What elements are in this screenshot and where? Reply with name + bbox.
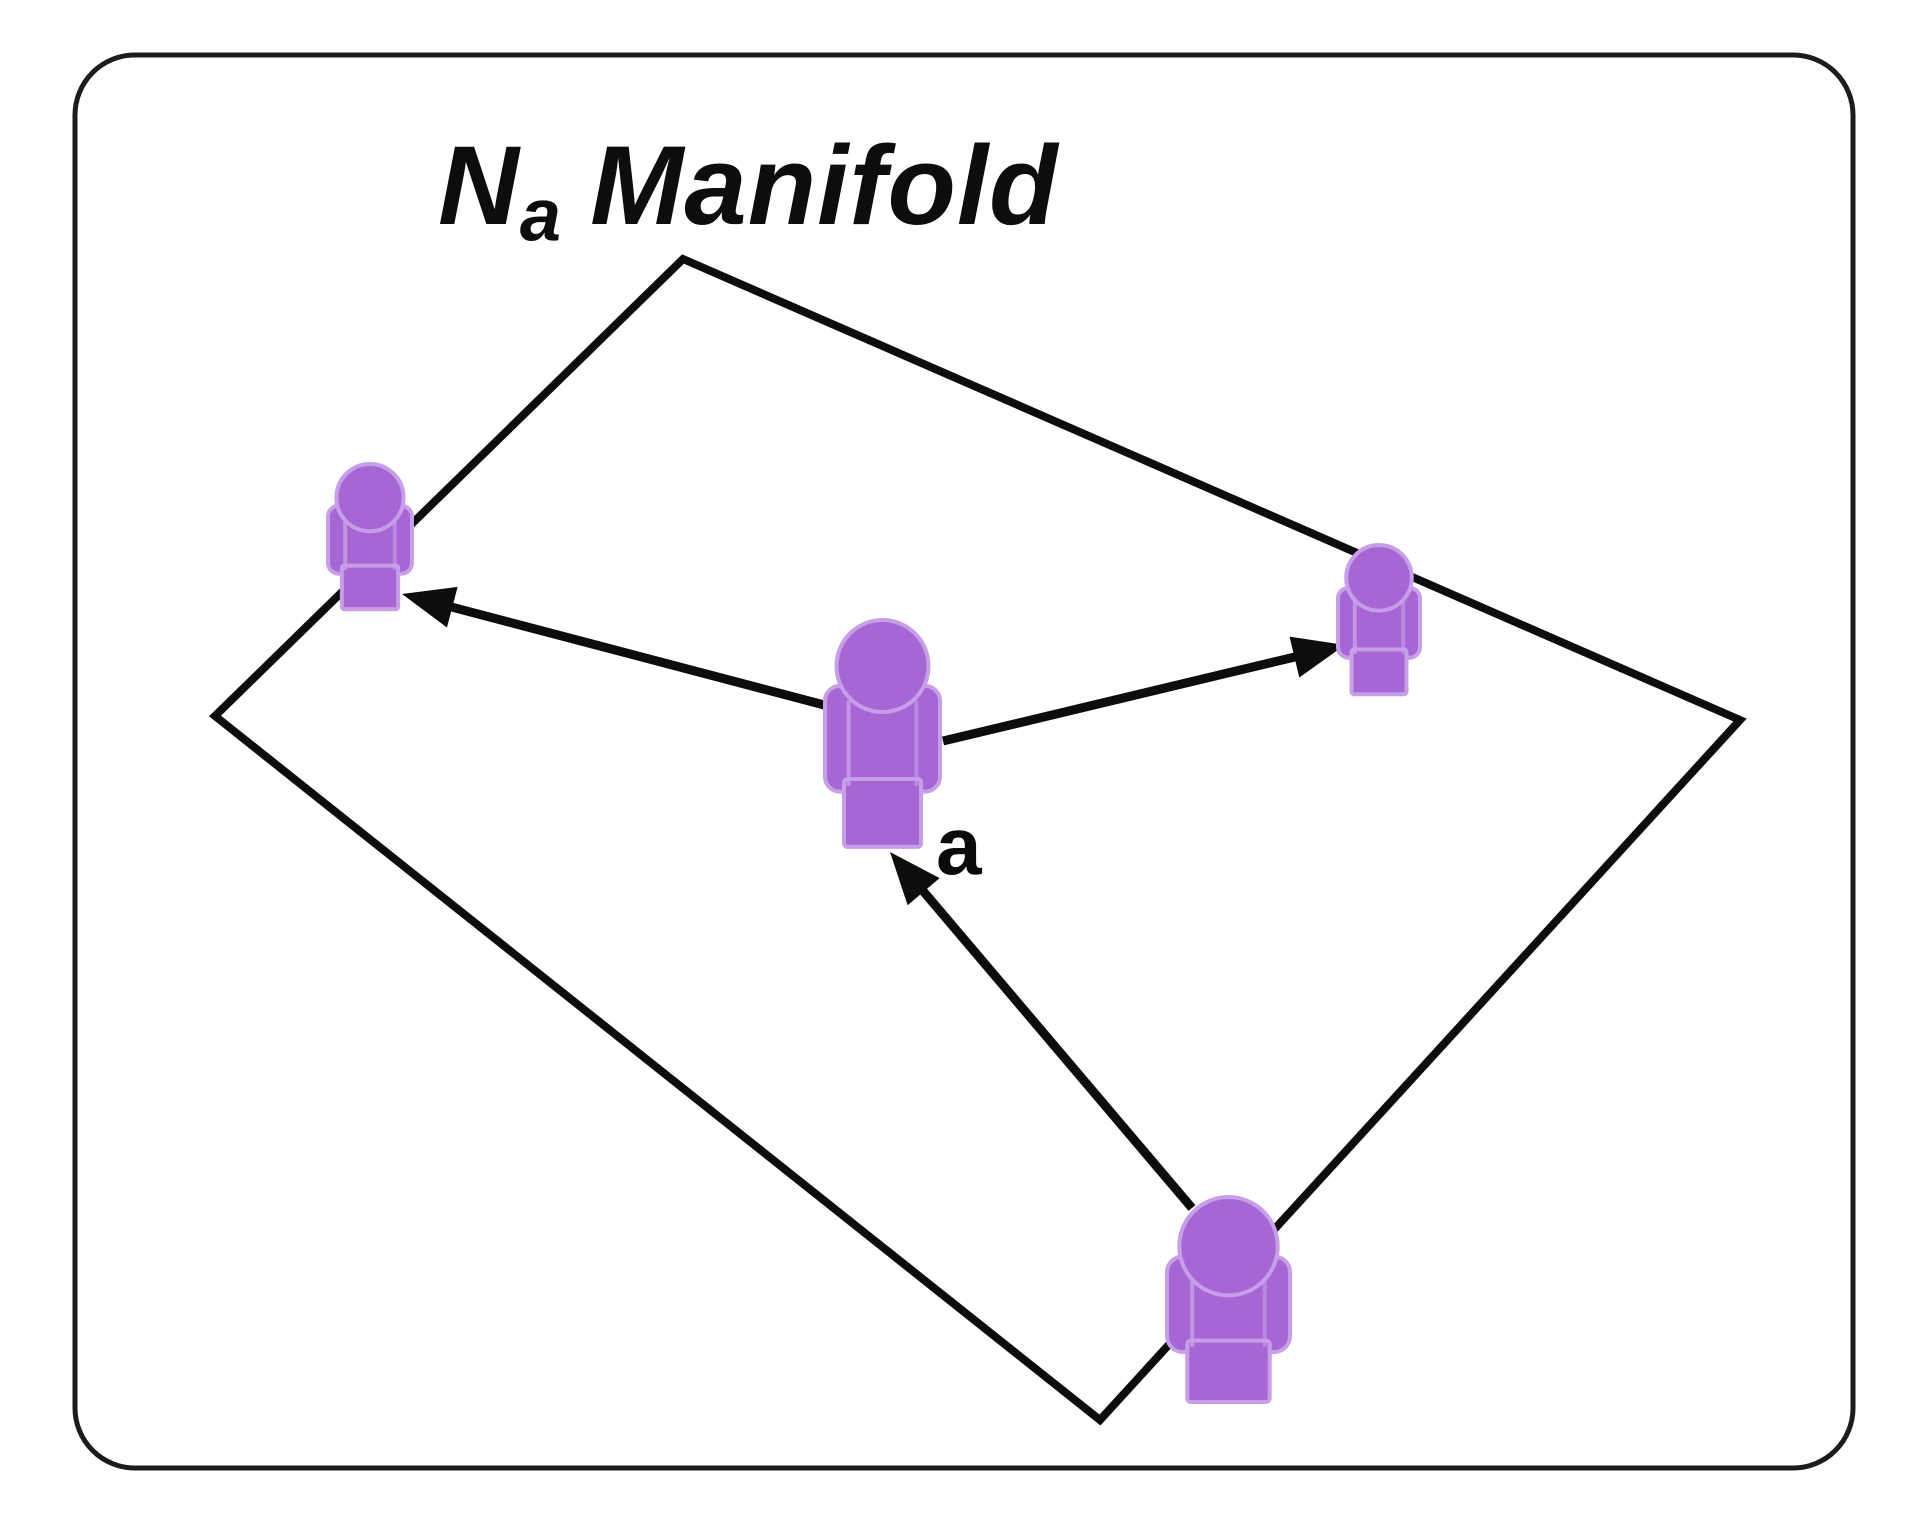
arrow-shaft: [941, 650, 1304, 746]
title-symbol: N: [438, 123, 520, 248]
person-lower-body: [1349, 647, 1409, 697]
person-head: [834, 618, 931, 714]
person-figure-top-left: [326, 462, 414, 612]
person-figure-center: [823, 618, 942, 849]
arrow-head-icon: [1289, 636, 1345, 678]
person-lower-body: [841, 777, 924, 849]
arrow-head-icon: [402, 586, 458, 628]
rounded-frame: [72, 52, 1856, 1471]
arrow-bottom-to-center: [890, 852, 1196, 1211]
arrow-center-to-right: [941, 636, 1345, 746]
person-head: [1177, 1195, 1280, 1298]
label-a: a: [936, 801, 982, 892]
person-lower-body: [1185, 1338, 1272, 1404]
person-figure-bottom: [1165, 1195, 1292, 1404]
title-subscript: a: [519, 173, 561, 257]
person-head: [1344, 543, 1414, 613]
arrow-shaft: [443, 600, 830, 711]
arrow-shaft: [915, 882, 1196, 1211]
title-text: Manifold: [590, 123, 1059, 248]
person-lower-body: [339, 563, 401, 612]
arrow-head-icon: [890, 852, 940, 906]
person-head: [334, 462, 406, 534]
person-figure-right: [1336, 543, 1422, 697]
arrow-center-to-top-left: [402, 586, 830, 711]
